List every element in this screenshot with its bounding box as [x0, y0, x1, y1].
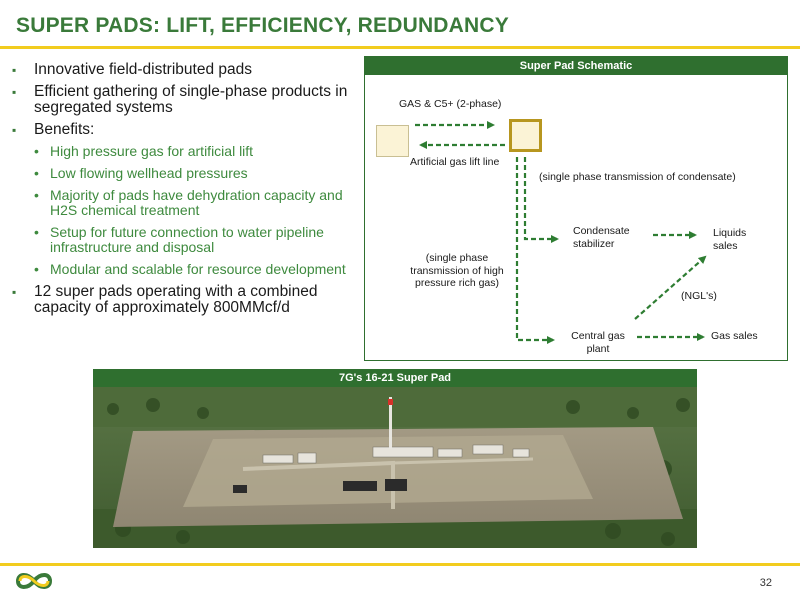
- aerial-photo-illustration: [93, 369, 697, 548]
- bullet-item: ▪ Efficient gathering of single-phase pr…: [12, 84, 352, 116]
- dot-bullet-icon: •: [34, 187, 39, 203]
- bottom-divider: [0, 563, 800, 566]
- bullet-item: ▪ 12 super pads operating with a combine…: [12, 284, 352, 316]
- liquids-sales-label: Liquids sales: [713, 227, 747, 252]
- page-number: 32: [759, 577, 772, 589]
- top-divider: [0, 46, 800, 49]
- square-bullet-icon: ▪: [12, 85, 17, 99]
- bullet-item: ▪ Benefits:: [12, 122, 352, 138]
- gas-c5-label: GAS & C5+ (2-phase): [399, 98, 502, 110]
- photo-caption: 7G's 16-21 Super Pad: [93, 369, 697, 387]
- central-gas-plant-label: Central gas plant: [571, 330, 625, 355]
- benefit-item: • Setup for future connection to water p…: [12, 225, 352, 255]
- dot-bullet-icon: •: [34, 165, 39, 181]
- rich-gas-arrow: [515, 157, 555, 344]
- square-bullet-icon: ▪: [12, 123, 17, 137]
- square-bullet-icon: ▪: [12, 285, 17, 299]
- benefit-item: • High pressure gas for artificial lift: [12, 144, 352, 159]
- wellpad-box: [376, 125, 409, 157]
- bullet-text: Innovative field-distributed pads: [34, 61, 252, 78]
- gas-sales-label: Gas sales: [711, 330, 758, 342]
- super-pad-photo: 7G's 16-21 Super Pad: [93, 369, 697, 548]
- ngl-arrow: [634, 255, 707, 320]
- condensate-note: (single phase transmission of condensate…: [539, 171, 736, 183]
- dot-bullet-icon: •: [34, 143, 39, 159]
- bullet-item: ▪ Innovative field-distributed pads: [12, 62, 352, 78]
- bullet-text: 12 super pads operating with a combined …: [34, 283, 318, 316]
- benefit-item: • Modular and scalable for resource deve…: [12, 262, 352, 277]
- bullet-text: Efficient gathering of single-phase prod…: [34, 83, 348, 116]
- dot-bullet-icon: •: [34, 224, 39, 240]
- page-title: SUPER PADS: LIFT, EFFICIENCY, REDUNDANCY: [16, 14, 509, 37]
- dot-bullet-icon: •: [34, 261, 39, 277]
- rich-gas-note: (single phase transmission of high press…: [410, 252, 504, 289]
- benefit-item: • Low flowing wellhead pressures: [12, 166, 352, 181]
- benefit-text: Setup for future connection to water pip…: [50, 224, 324, 255]
- ngl-label: (NGL's): [681, 290, 717, 302]
- schematic-panel: Super Pad Schematic GAS & C5+ (2-phase) …: [364, 56, 788, 361]
- benefit-text: Majority of pads have dehydration capaci…: [50, 187, 343, 218]
- benefit-item: • Majority of pads have dehydration capa…: [12, 188, 352, 218]
- company-logo: [15, 573, 53, 589]
- condensate-stabilizer-label: Condensate stabilizer: [573, 225, 630, 250]
- gas-lift-label: Artificial gas lift line: [410, 156, 500, 168]
- bullet-list: ▪ Innovative field-distributed pads ▪ Ef…: [12, 62, 352, 322]
- schematic-header: Super Pad Schematic: [365, 57, 787, 75]
- flow-arrows: [415, 121, 707, 344]
- square-bullet-icon: ▪: [12, 63, 17, 77]
- bullet-text: Benefits:: [34, 121, 95, 138]
- condensate-arrow: [523, 157, 559, 243]
- super-pad-box: [509, 119, 542, 152]
- benefit-text: High pressure gas for artificial lift: [50, 143, 254, 159]
- benefit-text: Low flowing wellhead pressures: [50, 165, 248, 181]
- benefit-text: Modular and scalable for resource develo…: [50, 261, 346, 277]
